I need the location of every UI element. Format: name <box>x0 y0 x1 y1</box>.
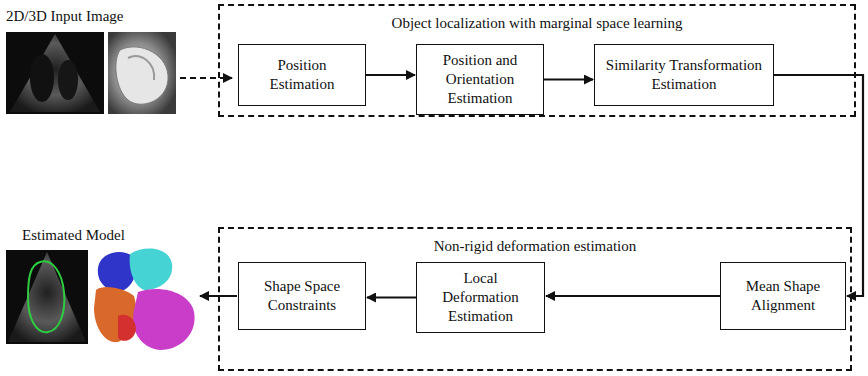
mri-image <box>108 32 176 114</box>
box-label: Mean Shape Alignment <box>731 277 835 315</box>
box-label: Local Deformation Estimation <box>427 269 534 325</box>
process-box: Local Deformation Estimation <box>416 262 545 333</box>
process-box: Mean Shape Alignment <box>720 262 846 330</box>
flow-arrow <box>544 78 593 80</box>
process-box: Shape Space Constraints <box>238 262 366 330</box>
ultrasound-result <box>6 250 88 344</box>
image-caption: Estimated Model <box>22 226 125 244</box>
box-label: Similarity Transformation Estimation <box>605 56 763 94</box>
group-title: Object localization with marginal space … <box>220 14 854 33</box>
box-label: Position Estimation <box>249 56 355 94</box>
flow-arrow <box>366 74 415 76</box>
process-box: Position and Orientation Estimation <box>416 44 544 115</box>
group-title: Non-rigid deformation estimation <box>220 237 850 256</box>
heart-model <box>94 249 195 350</box>
input-arrow <box>180 77 232 79</box>
flow-arrow <box>546 295 720 297</box>
stage-group: Non-rigid deformation estimationMean Sha… <box>218 227 852 371</box>
image-caption: 2D/3D Input Image <box>6 7 123 25</box>
process-box: Similarity Transformation Estimation <box>594 44 774 106</box>
process-box: Position Estimation <box>238 44 366 106</box>
ultrasound-image <box>6 32 104 114</box>
box-label: Position and Orientation Estimation <box>427 51 533 107</box>
stage-group: Object localization with marginal space … <box>218 4 856 117</box>
flow-arrow <box>367 296 416 298</box>
box-label: Shape Space Constraints <box>249 277 355 315</box>
